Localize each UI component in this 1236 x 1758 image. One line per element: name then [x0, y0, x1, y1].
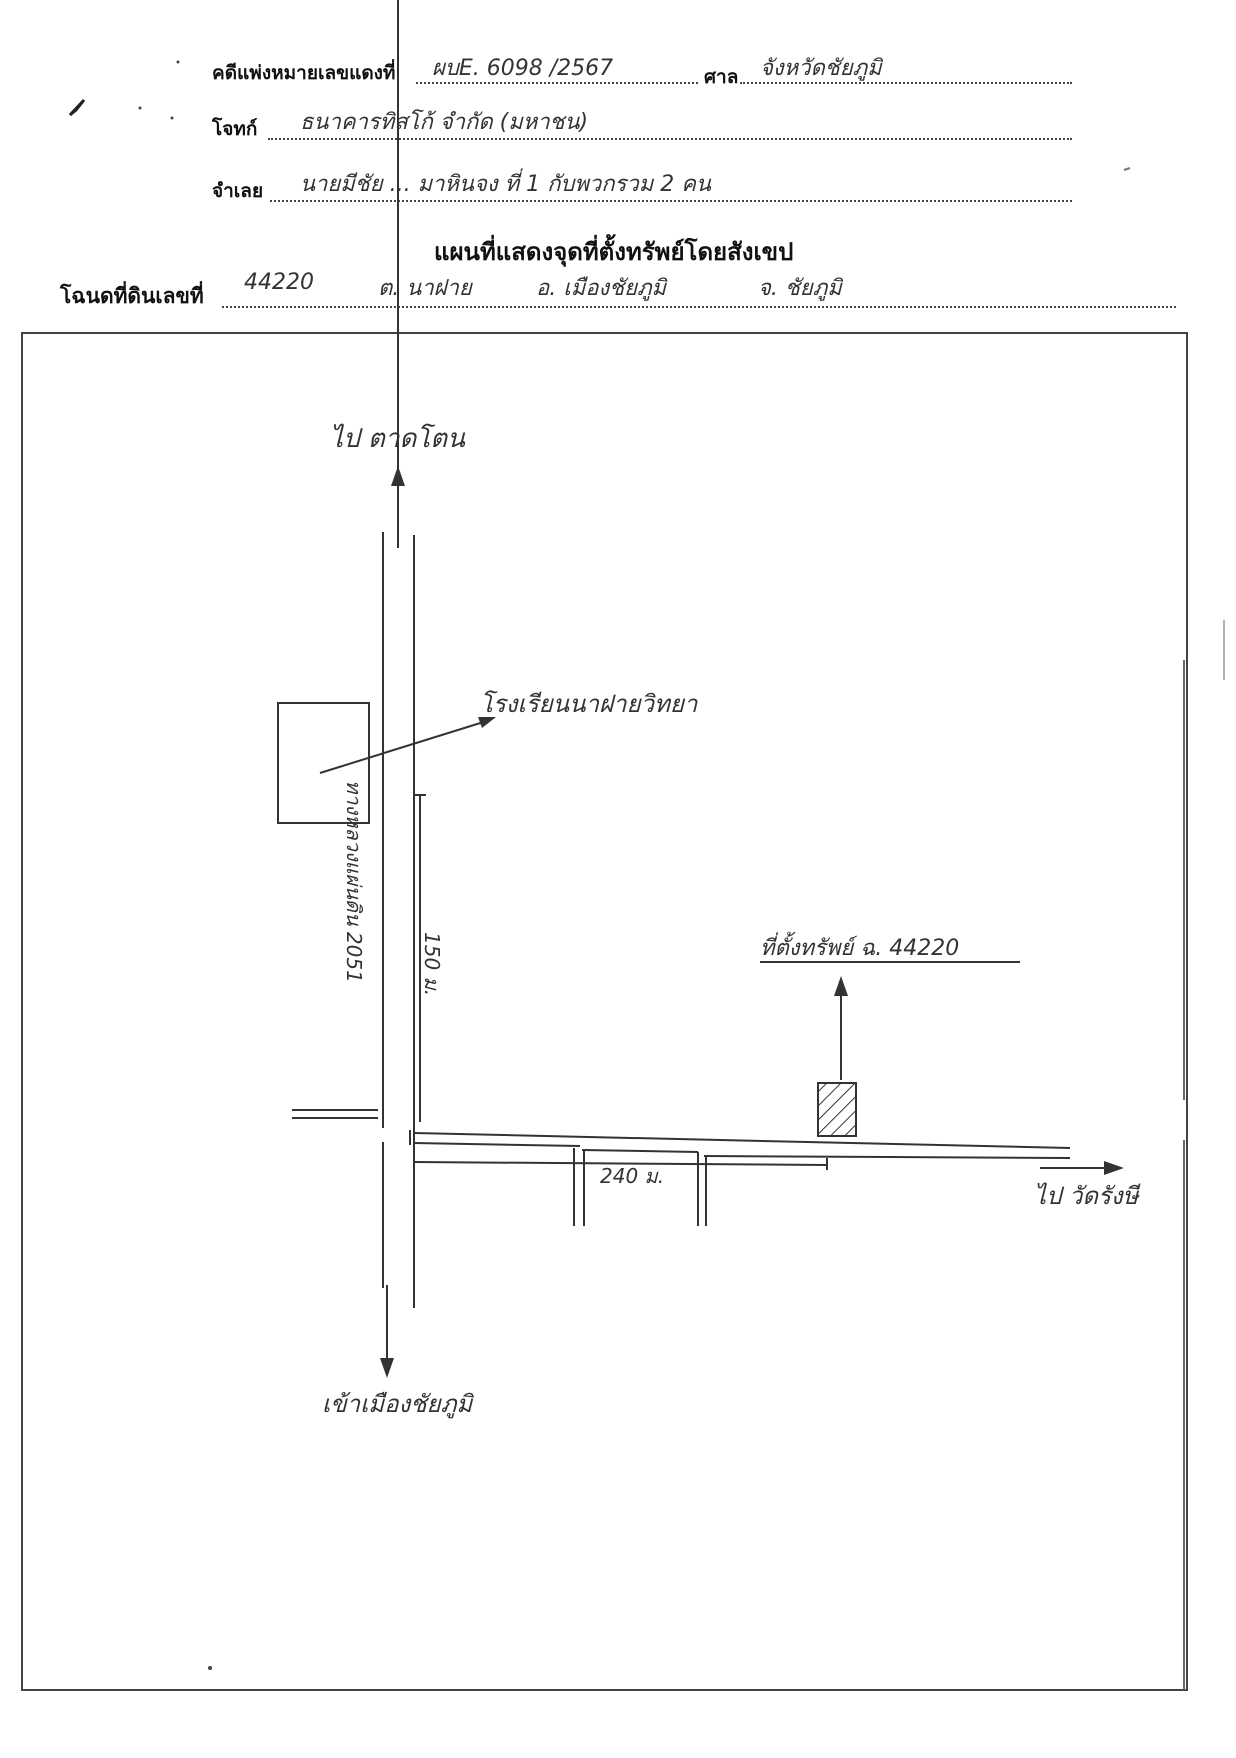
plaintiff-label: โจทก์	[212, 118, 258, 140]
school-building	[277, 702, 370, 824]
east-arrow-head	[1104, 1161, 1124, 1175]
distance-horizontal-line	[413, 1161, 828, 1166]
pen-mark	[68, 98, 86, 117]
road-label: ทางหลวงแผ่นดิน 2051	[342, 780, 366, 983]
deed-number: 44220	[244, 270, 314, 295]
court-value: จังหวัดชัยภูมิ	[760, 56, 882, 81]
distance-horizontal-label: 240 ม.	[600, 1164, 665, 1188]
defendant-value: นายมีชัย ... มาหินจง ที่ 1 กับพวกรวม 2 ค…	[300, 172, 711, 197]
defendant-line	[270, 200, 1072, 202]
north-arrow-head	[391, 466, 405, 486]
case-number-line	[416, 82, 698, 84]
deed-district: อ. เมืองชัยภูมิ	[536, 276, 667, 301]
deed-subdistrict: ต. นาฝาย	[378, 276, 472, 301]
soi-south-edge	[581, 1149, 699, 1153]
deed-province: จ. ชัยภูมิ	[758, 276, 842, 301]
school-pointer	[319, 719, 491, 774]
map-frame	[21, 332, 1188, 1691]
property-pointer-head	[834, 976, 848, 996]
property-plot	[817, 1082, 857, 1137]
case-number-value: ผบE. 6098 /2567	[432, 56, 614, 81]
distance-vertical-label: 150 ม.	[420, 932, 444, 997]
school-label: โรงเรียนนาฝายวิทยา	[480, 690, 698, 718]
plaintiff-line	[268, 138, 1072, 140]
plaintiff-value: ธนาคารทิสโก้ จำกัด (มหาชน)	[300, 110, 589, 135]
deed-label: โฉนดที่ดินเลขที่	[60, 284, 204, 308]
map-title: แผนที่แสดงจุดที่ตั้งทรัพย์โดยสังเขป	[434, 238, 794, 266]
east-destination: ไป วัดรังษี	[1034, 1182, 1139, 1210]
dot-mark	[170, 116, 174, 120]
deed-line	[222, 306, 1176, 308]
property-label: ที่ตั้งทรัพย์ ฉ. 44220	[760, 936, 960, 961]
soi-south-edge	[703, 1155, 1071, 1159]
defendant-label: จำเลย	[212, 180, 264, 202]
south-arrow-head	[380, 1358, 394, 1378]
school-pointer-head	[478, 717, 496, 728]
soi-north-edge	[413, 1132, 1071, 1149]
court-line	[740, 82, 1072, 84]
north-destination: ไป ตาดโตน	[330, 424, 465, 454]
dot-mark	[208, 1666, 212, 1670]
south-destination: เข้าเมืองชัยภูมิ	[322, 1390, 473, 1418]
soi-south-edge	[413, 1142, 581, 1147]
scan-edge	[1123, 167, 1131, 171]
court-label: ศาล	[704, 66, 739, 88]
dot-mark	[176, 60, 180, 64]
case-number-label: คดีแพ่งหมายเลขแดงที่	[212, 62, 396, 84]
dot-mark	[138, 106, 142, 110]
